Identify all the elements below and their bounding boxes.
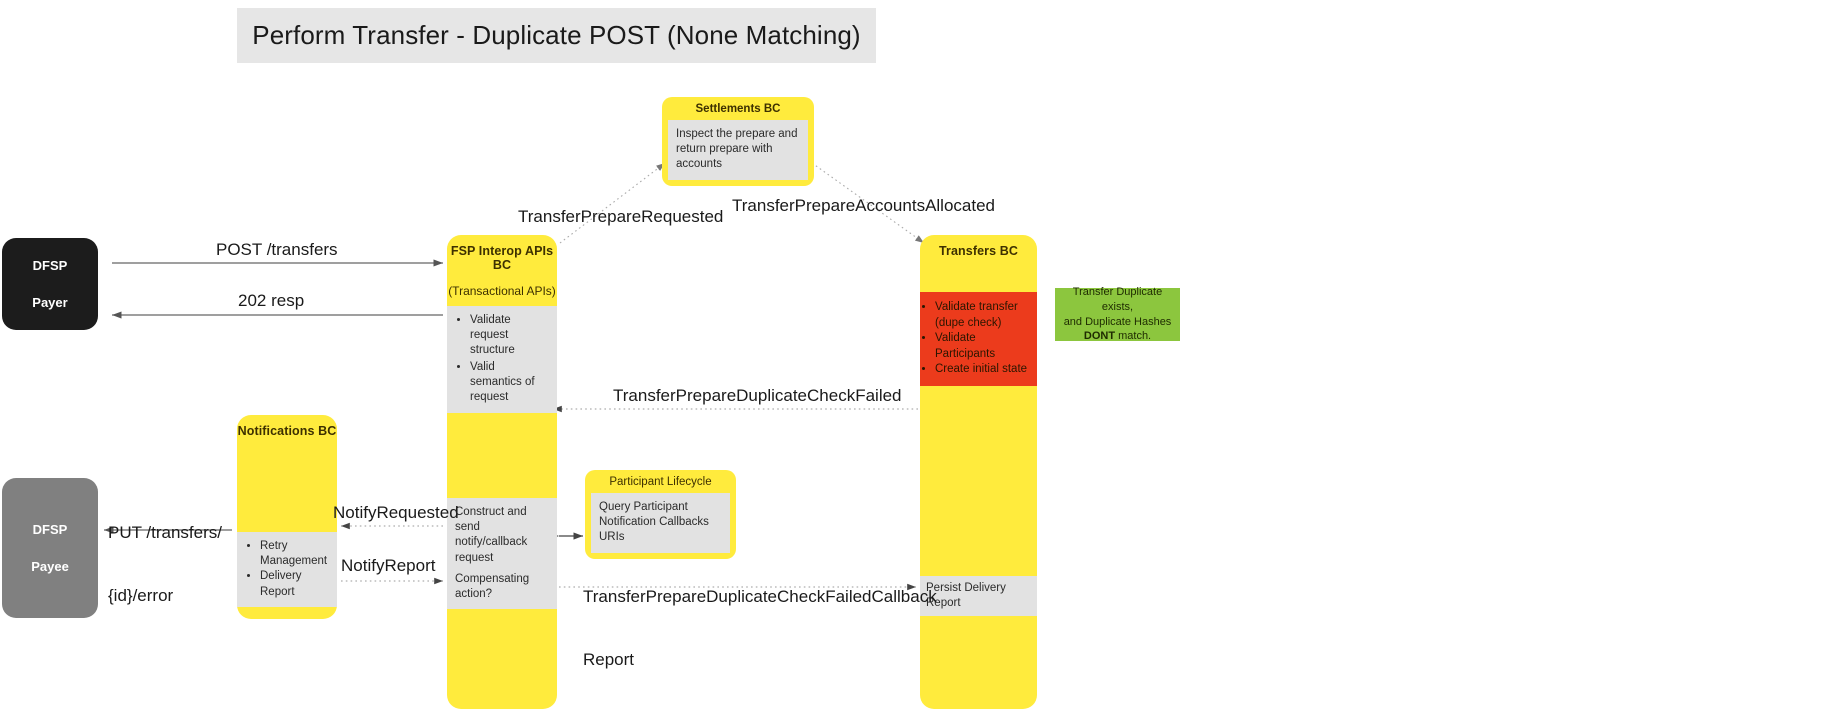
edge-label-notify-requested: NotifyRequested [333,503,459,522]
notifications-bc-items: Retry Management Delivery Report [237,532,337,607]
edge-label-transfer-prepare-accounts-allocated: TransferPrepareAccountsAllocated [732,196,996,215]
edge-label-202-resp: 202 resp [238,291,305,310]
fsp-interop-title: FSP Interop APIs BC [450,244,554,272]
actor-payer-role: Payer [32,295,68,310]
diagram-title: Perform Transfer - Duplicate POST (None … [237,8,876,63]
edge-label-post-transfers: POST /transfers [216,240,338,259]
notifications-item: Retry Management [260,539,329,569]
participant-lifecycle-note: Query Participant Notification Callbacks… [591,493,730,553]
transfers-alert-item: Validate transfer (dupe check) [935,300,1033,331]
put-transfers-error-line1: PUT /transfers/ [108,523,222,543]
fsp-interop-validations: Validate request structure Valid semanti… [447,306,557,414]
callout-line-1: Transfer Duplicate exists, [1072,285,1163,313]
card-settlements-bc[interactable]: Settlements BC Inspect the prepare and r… [662,97,814,186]
card-participant-lifecycle[interactable]: Participant Lifecycle Query Participant … [585,470,736,559]
callout-line-3: match. [1115,330,1152,343]
fsp-interop-subtitle: (Transactional APIs) [448,284,556,298]
callout-line-2: and Duplicate Hashes [1063,315,1172,328]
edge-label-put-transfers-error: PUT /transfers/ {id}/error [108,482,222,648]
transfers-alert-item: Create initial state [935,362,1033,378]
notifications-bc-title: Notifications BC [237,424,337,438]
actor-payer-name: DFSP [32,258,68,273]
callout-duplicate-hash-mismatch: Transfer Duplicate exists, and Duplicate… [1055,285,1180,343]
settlements-bc-title: Settlements BC [695,103,781,115]
callout-emphasis: DONT [1083,330,1116,343]
edge-label-notify-report: NotifyReport [341,556,436,575]
fsp-validation-item: Validate request structure [470,313,549,359]
edge-label-duplicate-callback-report: TransferPrepareDuplicateCheckFailedCallb… [583,546,937,709]
transfers-alert-item: Validate Participants [935,331,1033,362]
participant-lifecycle-title: Participant Lifecycle [609,476,712,488]
fsp-construct-notify-note: Construct and send notify/callback reque… [447,498,557,573]
edge-label-duplicate-check-failed: TransferPrepareDuplicateCheckFailed [613,386,902,405]
put-transfers-error-line2: {id}/error [108,585,174,605]
transfers-bc-title: Transfers BC [938,244,1018,258]
transfers-bc-alert-block: Validate transfer (dupe check) Validate … [920,292,1037,386]
duplicate-callback-line1: TransferPrepareDuplicateCheckFailedCallb… [583,587,937,607]
lane-fsp-interop-apis-bc[interactable]: FSP Interop APIs BC (Transactional APIs)… [447,235,557,709]
actor-payee-role: Payee [31,559,69,574]
duplicate-callback-line2: Report [583,649,635,669]
wire-transfer-prepare-requested [559,162,666,244]
edge-label-transfer-prepare-requested: TransferPrepareRequested [518,207,724,226]
notifications-item: Delivery Report [260,569,329,599]
actor-payee-name: DFSP [32,522,68,537]
actor-dfsp-payer[interactable]: DFSP Payer [2,238,98,330]
actor-dfsp-payee[interactable]: DFSP Payee [2,478,98,618]
transfers-persist-delivery-report-note: Persist Delivery Report [920,576,1037,617]
fsp-compensating-action-note: Compensating action? [447,565,557,610]
settlements-bc-note: Inspect the prepare and return prepare w… [668,120,808,180]
fsp-validation-item: Valid semantics of request [470,360,549,406]
